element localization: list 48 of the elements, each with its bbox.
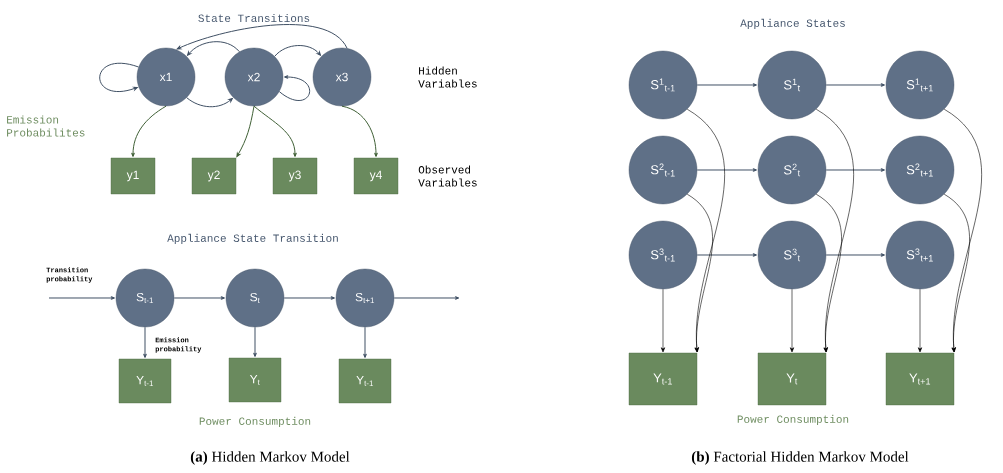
- arrow: [341, 105, 378, 157]
- arrow: [186, 97, 233, 108]
- arrow: [815, 193, 842, 353]
- arrow: [143, 326, 147, 358]
- observation-box: y2: [191, 157, 237, 195]
- heading: Power Consumption: [199, 416, 311, 428]
- caption: (b) Factorial Hidden Markov Model: [691, 451, 909, 465]
- arrow: [825, 168, 885, 172]
- arrow: [283, 296, 335, 300]
- arrow: [696, 168, 757, 172]
- caption: (a) Hidden Markov Model: [190, 451, 350, 465]
- heading: Observed Variables: [418, 165, 477, 187]
- observation-box: Y$_{t}$: [228, 357, 282, 403]
- arrow: [187, 41, 240, 56]
- arrow: [943, 193, 970, 353]
- arrow: [253, 105, 297, 157]
- heading: State Transitions: [198, 13, 310, 23]
- arrow: [393, 296, 460, 300]
- observation-box: y1: [110, 157, 156, 195]
- arrow: [131, 105, 167, 157]
- arrow: [789, 288, 795, 353]
- arrow: [363, 326, 367, 358]
- arrow: [176, 24, 348, 50]
- heading: Emission Probabilites: [7, 115, 85, 137]
- observation-box: Y$_{t-1}$: [338, 358, 392, 404]
- arrow: [236, 105, 255, 158]
- arrow: [660, 288, 666, 353]
- arrow: [825, 83, 885, 87]
- arrow: [48, 296, 115, 300]
- heading: Hidden Variables: [418, 66, 477, 88]
- arrow: [917, 288, 923, 353]
- arrow: [173, 296, 225, 300]
- arrow: [253, 326, 257, 357]
- arrow: [696, 253, 757, 257]
- arrow: [825, 253, 885, 257]
- heading: Appliance States: [740, 18, 845, 30]
- arrow: [99, 62, 140, 92]
- heading: Appliance State Transition: [167, 233, 338, 245]
- arrow: [686, 193, 713, 353]
- observation-box: Y$_{t-1}$: [118, 358, 172, 404]
- observation-box: Y$_{t+1}$: [885, 352, 955, 406]
- arrow: [696, 83, 757, 87]
- arrow: [274, 45, 322, 57]
- observation-box: y3: [272, 157, 318, 195]
- arrow: [278, 75, 311, 101]
- observation-box: y4: [353, 157, 399, 195]
- observation-box: Y$_{t-1}$: [628, 352, 698, 406]
- observation-box: Y$_{t}$: [757, 352, 827, 406]
